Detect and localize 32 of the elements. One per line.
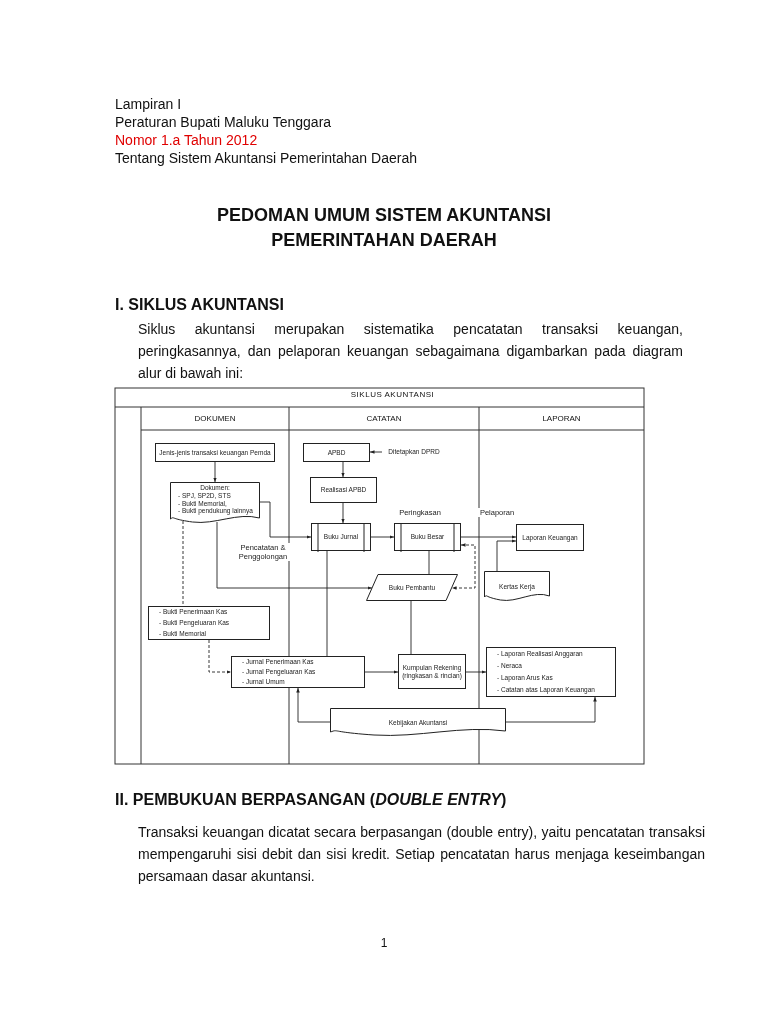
data-parallelogram — [366, 574, 458, 601]
process-box — [516, 524, 584, 551]
process-box — [398, 654, 466, 689]
section-heading: II. PEMBUKUAN BERPASANGAN (DOUBLE ENTRY) — [115, 791, 507, 809]
paragraph: Siklus akuntansi merupakan sistematika pencatatan transaksi keuangan, peringkasannya, dan pelaporan keuangan sebagaimana digambarkan pada diagram alur di bawah ini: — [138, 320, 683, 383]
header-text: Nomor 1.a Tahun 2012 — [115, 132, 258, 148]
header-text: Peraturan Bupati Maluku Tenggara — [115, 114, 332, 130]
process-box — [231, 656, 365, 688]
process-box — [310, 477, 377, 503]
process-box — [155, 443, 275, 462]
process-box — [486, 647, 616, 697]
page-number: 1 — [379, 936, 389, 950]
document-shape — [170, 482, 260, 524]
page-title: PEDOMAN UMUM SISTEM AKUNTANSI PEMERINTAHAN DAERAH — [216, 204, 552, 252]
lane-header: LAPORAN — [541, 414, 582, 423]
ledger-box — [394, 523, 461, 551]
header-text: Tentang Sistem Akuntansi Pemerintahan Daerah — [115, 150, 417, 166]
connector-line — [428, 550, 430, 575]
lane-header: CATATAN — [365, 414, 403, 423]
process-box — [303, 443, 370, 462]
header-text: Lampiran I — [115, 96, 182, 112]
document-shape — [330, 708, 506, 737]
ledger-box — [311, 523, 371, 551]
lane-header: DOKUMEN — [193, 414, 237, 423]
process-box — [148, 606, 270, 640]
lane-title: SIKLUS AKUNTANSI — [349, 390, 436, 399]
document-shape — [484, 571, 550, 602]
connector-line — [410, 600, 412, 655]
connector-line — [182, 520, 184, 607]
paragraph: Transaksi keuangan dicatat secara berpasangan (double entry), yaitu pencatatan transaksi mempengaruhi sisi debit dan sisi kredit. Setiap pencatatan harus menjaga keseimbangan persamaan dasar akuntansi. — [138, 823, 705, 886]
connector-line — [326, 550, 328, 657]
section-heading: I. SIKLUS AKUNTANSI — [115, 296, 284, 314]
